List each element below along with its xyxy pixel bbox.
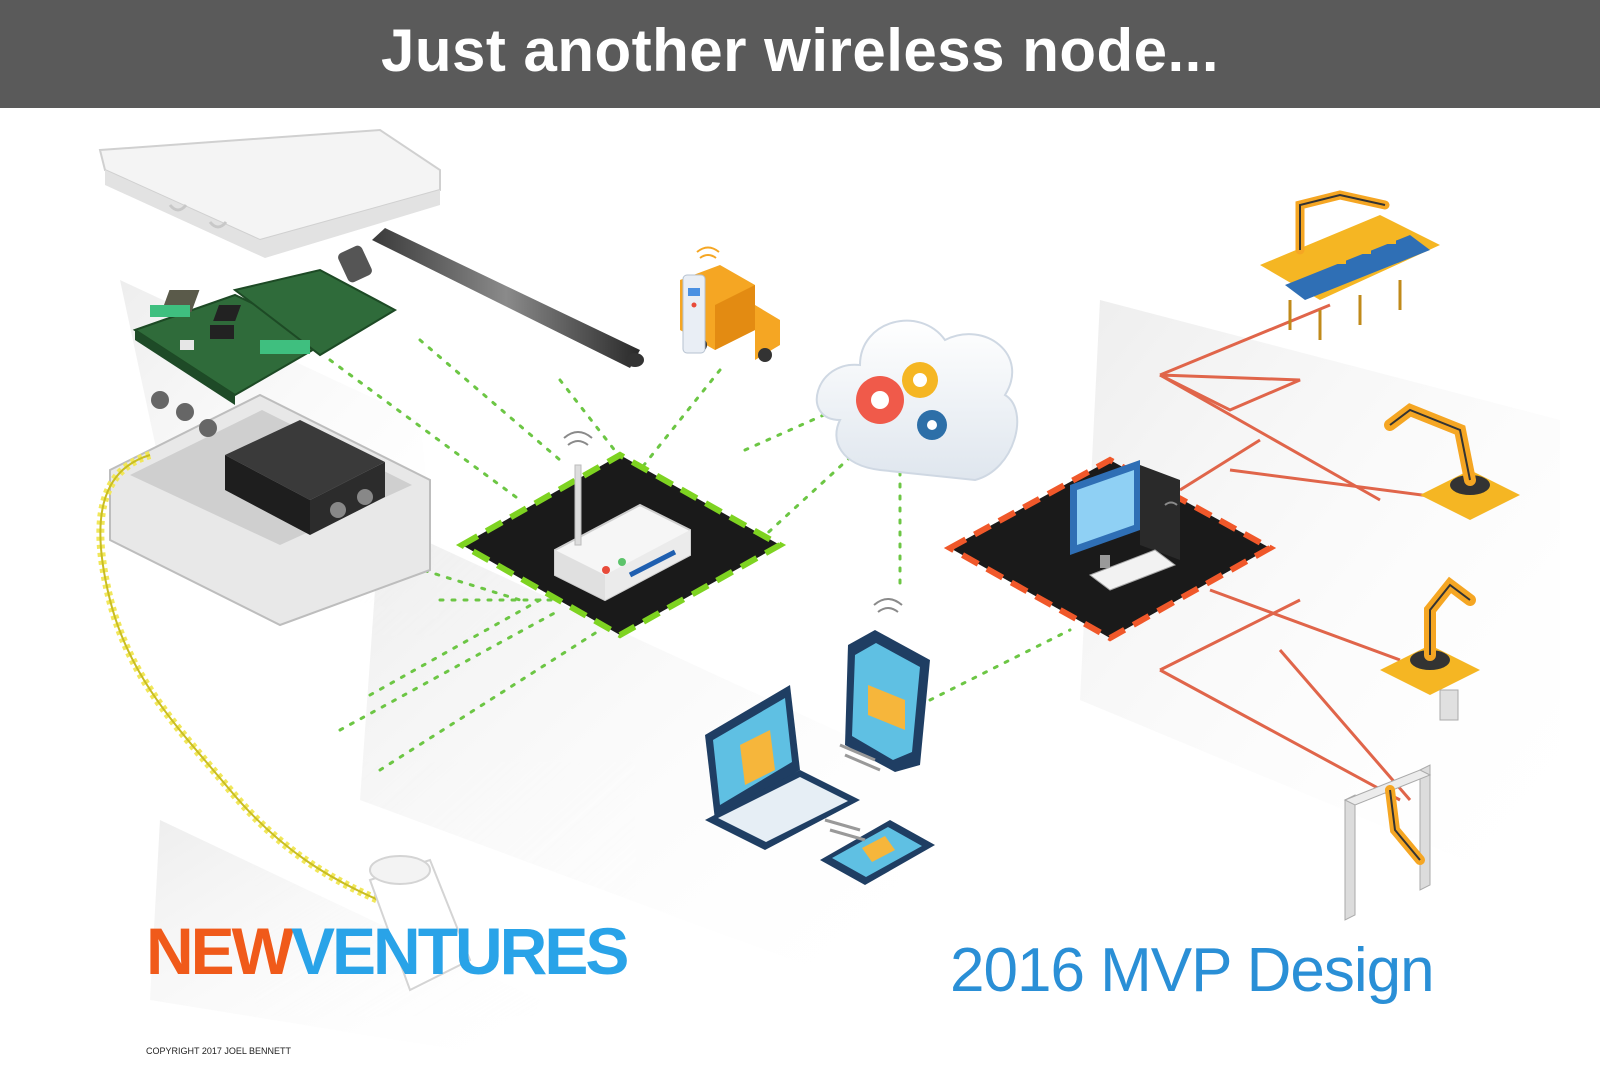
conveyor-robot-icon [1260,190,1440,340]
wire-arm2 [1209,588,1401,662]
link-board2-router [418,338,562,462]
controller-pad [943,456,1277,642]
banner-title: Just another wireless node... [380,16,1220,84]
brand-logo-new: NEW [146,914,294,988]
coiled-cable-icon [96,451,392,909]
cloud-gears-icon [815,319,1019,482]
wire-main-trunk [1159,373,1381,502]
wire-arm2-b [1159,598,1301,672]
gantry-robot-icon [1343,764,1432,921]
enclosure-lid-icon [98,128,441,258]
wire-conveyor-main [1159,303,1331,377]
enclosure-base-icon [109,391,431,627]
link-tablet-controller [928,628,1072,702]
link-router-left2 [378,628,602,772]
robot-arm-icon [1380,576,1480,721]
sync-arrows [824,743,881,842]
desktop-computer-icon [1070,460,1180,591]
wire-conveyor [1159,373,1301,412]
link-board-router [328,358,522,502]
brand-logo-ventures: VENTURES [290,914,629,988]
link-truck-router [638,368,722,472]
circuit-board-icon [132,268,398,405]
wire-arm2-c [1159,668,1401,802]
delivery-truck-icon [680,246,780,362]
title-banner: Just another wireless node... [0,0,1600,108]
wire-gantry [1278,649,1412,801]
laptop-icon [705,685,860,850]
tablet-icon [845,598,930,772]
brand-logo: NEWVENTURES [146,918,629,984]
link-router-left3 [368,598,542,697]
wired-links [1159,303,1461,802]
robot-arm-icon [1384,403,1520,520]
copyright-notice: COPYRIGHT 2017 JOEL BENNETT [146,1046,292,1056]
sensor-cylinder-icon [368,855,472,992]
smartphone-icon [820,820,935,885]
wireless-router-icon [554,431,691,602]
wire-arm1-b [1179,438,1261,492]
design-caption: 2016 MVP Design [950,936,1435,1005]
antenna-icon [338,228,644,368]
